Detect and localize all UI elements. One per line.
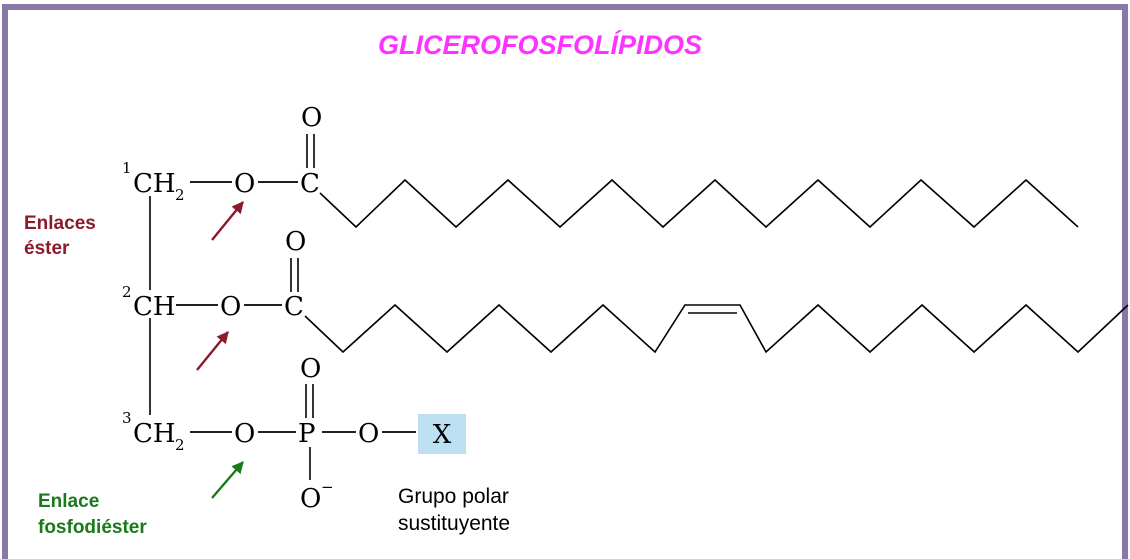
x-group-box — [418, 414, 466, 454]
ester-arrow-2 — [196, 331, 229, 371]
c1-number: 1 — [122, 159, 132, 177]
row1-carbonyl-carbon: C — [300, 169, 320, 199]
row2-carbonyl-oxygen: O — [285, 227, 306, 257]
ester-arrow-1 — [211, 201, 244, 241]
phosphate-charge: − — [321, 478, 334, 496]
polar-group-label-line2: sustituyente — [398, 512, 510, 535]
phospho-label-line1: Enlace — [38, 491, 99, 512]
row1-ester-oxygen: O — [234, 169, 255, 199]
x-group-label: X — [433, 420, 452, 450]
phosphorus-atom: P — [298, 419, 316, 449]
c1-group: CH — [133, 169, 176, 199]
c2-group: CH — [133, 292, 176, 322]
c3-subscript: 2 — [175, 436, 185, 454]
ester-label-line1: Enlaces — [24, 213, 96, 234]
ester-label-line2: éster — [24, 238, 70, 259]
phosphate-top-oxygen: O — [300, 354, 321, 384]
polar-group-label-line1: Grupo polar — [398, 485, 509, 508]
row3-oxygen-left: O — [234, 419, 255, 449]
phosphodiester-arrow — [211, 461, 244, 499]
c3-number: 3 — [122, 409, 132, 427]
c2-number: 2 — [122, 283, 132, 301]
c1-subscript: 2 — [175, 186, 185, 204]
row3-oxygen-right: O — [358, 419, 379, 449]
phosphate-bottom-oxygen: O — [300, 484, 321, 514]
c3-group: CH — [133, 419, 176, 449]
row2-ester-oxygen: O — [220, 292, 241, 322]
row1-fatty-acid-chain — [319, 178, 1079, 229]
phospho-label-line2: fosfodiéster — [38, 517, 147, 538]
row2-fatty-acid-chain — [304, 303, 1129, 354]
diagram-frame — [2, 4, 1128, 559]
diagram-title: GLICEROFOSFOLÍPIDOS — [378, 29, 702, 60]
row2-carbonyl-carbon: C — [284, 292, 304, 322]
row1-carbonyl-oxygen: O — [301, 103, 322, 133]
